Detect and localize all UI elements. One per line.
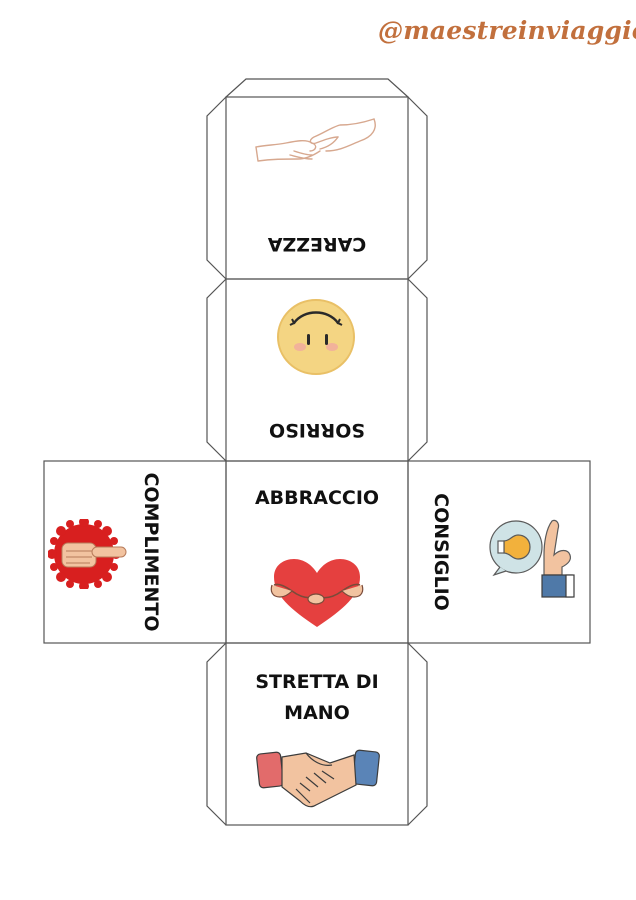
face-outline-bottom — [225, 642, 409, 826]
face-top: CAREZZA — [226, 97, 408, 279]
label-stretta-line1: STRETTA DI — [255, 671, 379, 693]
glue-tab-upper-left — [206, 278, 227, 462]
label-carezza: CAREZZA — [267, 233, 367, 255]
face-upper: SORRISO — [226, 279, 408, 461]
glue-tab-bottom-right — [407, 642, 428, 826]
face-bottom: STRETTA DI MANO — [226, 643, 408, 825]
face-left: COMPLIMENTO — [44, 461, 226, 643]
brand-handle: @maestreinviaggio — [378, 16, 636, 45]
label-consiglio: CONSIGLIO — [430, 493, 452, 611]
label-abbraccio: ABBRACCIO — [254, 487, 380, 509]
thumbs-up-badge-icon — [48, 519, 127, 589]
advice-lightbulb-hand-icon — [489, 519, 575, 598]
glue-tab-top — [225, 78, 409, 98]
glue-tab-bottom-left — [206, 642, 227, 826]
face-right: CONSIGLIO — [408, 461, 590, 643]
caress-hands-icon — [255, 118, 376, 162]
face-center: ABBRACCIO — [226, 461, 408, 643]
label-stretta-line2: MANO — [284, 702, 350, 724]
label-sorriso: SORRISO — [269, 419, 366, 441]
hugging-heart-icon — [270, 559, 364, 627]
glue-tab-upper-right — [407, 278, 428, 462]
handshake-icon — [256, 749, 380, 808]
glue-tab-top-right — [407, 96, 428, 280]
smiley-face-icon — [277, 299, 355, 375]
glue-tab-top-left — [206, 96, 227, 280]
face-outline-right — [407, 460, 591, 644]
label-complimento: COMPLIMENTO — [140, 472, 162, 632]
